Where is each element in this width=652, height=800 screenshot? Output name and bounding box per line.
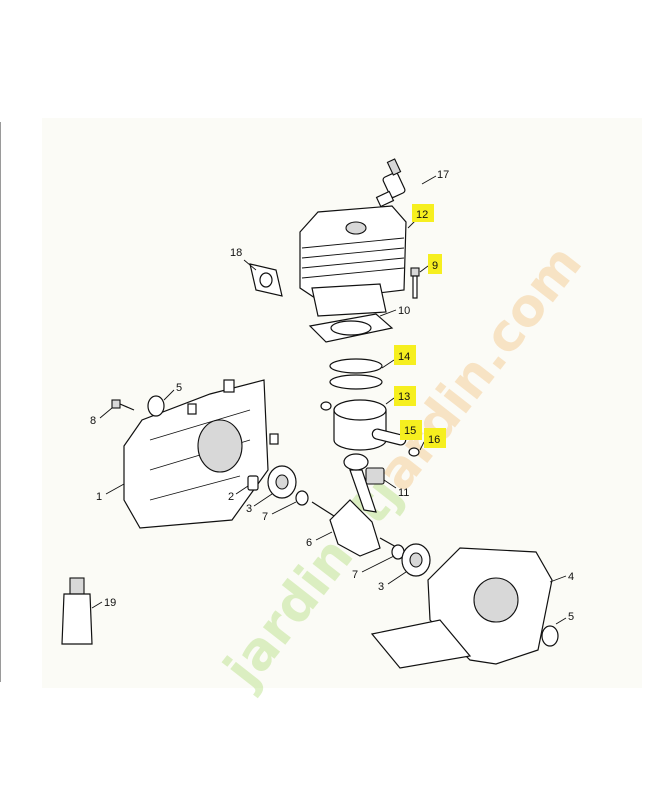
callout-3-left: 3 — [246, 503, 252, 515]
part-cylinder — [299, 205, 407, 317]
part-crankcase-right — [370, 547, 553, 669]
callout-17: 17 — [437, 169, 449, 181]
callout-12: 12 — [416, 209, 428, 221]
callout-9: 9 — [432, 260, 438, 272]
part-cylinder-gasket — [308, 313, 394, 343]
part-circlip-left — [295, 490, 309, 506]
callout-2: 2 — [228, 491, 234, 503]
callout-12-highlight — [412, 204, 434, 222]
callout-10: 10 — [398, 305, 410, 317]
callout-6: 6 — [306, 537, 312, 549]
callout-7-right: 7 — [352, 569, 358, 581]
part-spark-plug — [375, 158, 406, 208]
part-screw-left — [111, 399, 135, 411]
callout-7-left: 7 — [262, 511, 268, 523]
part-piston-pin — [371, 428, 407, 446]
part-crankcase-left — [123, 379, 279, 529]
part-oil-seal-right — [541, 625, 559, 647]
part-exhaust-gasket — [249, 263, 283, 297]
callout-16: 16 — [428, 434, 440, 446]
callout-13-highlight — [394, 386, 416, 406]
part-dowel-pin — [247, 475, 259, 491]
leader-lines — [91, 175, 567, 625]
callout-5-right: 5 — [568, 611, 574, 623]
callout-15: 15 — [404, 425, 416, 437]
callout-14-highlight — [394, 345, 416, 365]
part-circlip — [408, 447, 420, 457]
callout-18: 18 — [230, 247, 242, 259]
callout-1: 1 — [96, 491, 102, 503]
callout-5-left: 5 — [176, 382, 182, 394]
part-needle-cage — [365, 467, 385, 485]
part-oil-seal-left — [147, 395, 165, 417]
callout-4: 4 — [568, 571, 574, 583]
callout-labels: 17 12 18 9 10 14 13 15 16 11 5 8 1 2 3 7… — [90, 169, 574, 623]
part-ball-bearing-left — [267, 465, 297, 499]
callout-19: 19 — [104, 597, 116, 609]
left-border-line — [0, 122, 1, 682]
part-cylinder-screw — [410, 267, 420, 299]
part-crankshaft — [311, 453, 399, 557]
callout-14: 14 — [398, 351, 410, 363]
part-ball-bearing-right — [401, 543, 431, 577]
part-piston-rings — [329, 358, 383, 390]
callout-15-highlight — [400, 420, 422, 440]
callout-13: 13 — [398, 391, 410, 403]
callout-9-highlight — [428, 254, 442, 274]
callout-8: 8 — [90, 415, 96, 427]
callout-3-right: 3 — [378, 581, 384, 593]
part-grease-tube — [61, 577, 93, 645]
callout-16-highlight — [424, 428, 446, 448]
part-piston — [320, 399, 387, 451]
callout-11: 11 — [398, 487, 409, 499]
